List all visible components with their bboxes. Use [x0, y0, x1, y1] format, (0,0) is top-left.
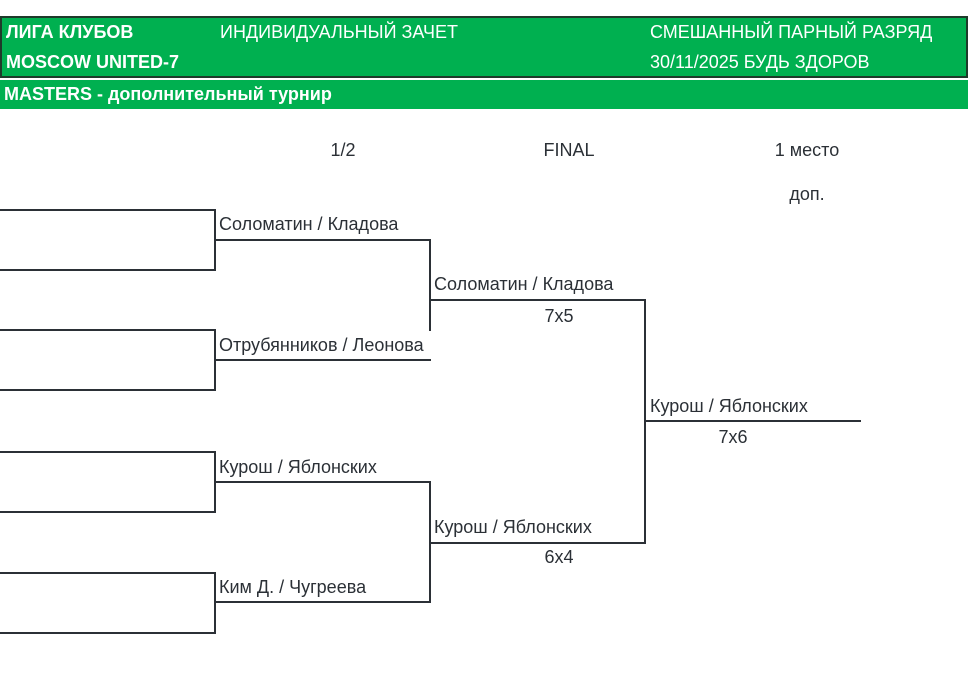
league-title: ЛИГА КЛУБОВ — [6, 22, 134, 42]
category-title: СМЕШАННЫЙ ПАРНЫЙ РАЗРЯД — [650, 22, 933, 42]
semifinal-pair-4: Ким Д. / Чугреева — [219, 577, 367, 597]
semifinal-pair-2: Отрубянников / Леонова — [219, 335, 424, 355]
tournament-banner: MASTERS - дополнительный турнир — [0, 80, 968, 109]
round-final-label: FINAL — [543, 140, 595, 160]
header-banner: ЛИГА КЛУБОВ ИНДИВИДУАЛЬНЫЙ ЗАЧЕТ СМЕШАНН… — [0, 16, 968, 78]
place-sub-label: доп. — [789, 184, 825, 204]
semifinal-pair-3: Курош / Яблонских — [219, 457, 377, 477]
mode-title: ИНДИВИДУАЛЬНЫЙ ЗАЧЕТ — [220, 22, 458, 42]
semifinal-pair-1: Соломатин / Кладова — [219, 214, 399, 234]
winner-pair: Курош / Яблонских — [650, 396, 808, 416]
winner-score: 7х6 — [718, 427, 748, 447]
club-title: MOSCOW UNITED-7 — [6, 52, 179, 72]
round-semi-label: 1/2 — [330, 140, 356, 160]
finalist-score-1: 7х5 — [544, 306, 574, 326]
place-label: 1 место — [774, 140, 840, 160]
finalist-pair-1: Соломатин / Кладова — [434, 274, 614, 294]
finalist-pair-2: Курош / Яблонских — [434, 517, 592, 537]
tournament-title: MASTERS - дополнительный турнир — [4, 84, 332, 104]
finalist-score-2: 6х4 — [544, 547, 574, 567]
date-event: 30/11/2025 БУДЬ ЗДОРОВ — [650, 52, 870, 72]
